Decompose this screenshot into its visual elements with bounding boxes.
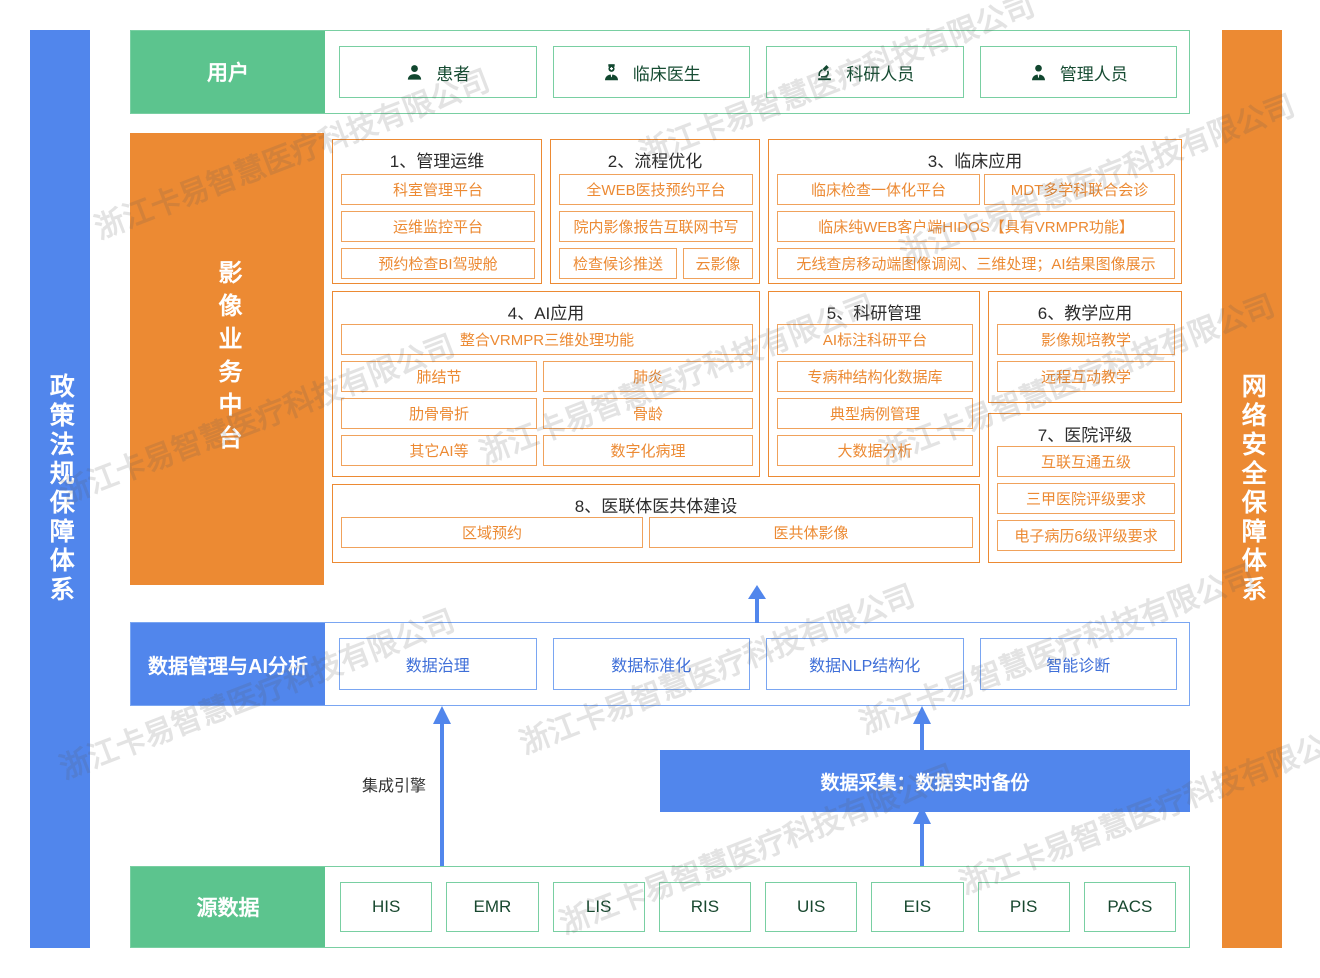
user-chip-label: 临床医生 <box>632 64 701 84</box>
imaging-platform-label-text: 影像业务中台 <box>214 260 241 458</box>
cell-disease-structured-db[interactable]: 专病种结构化数据库 <box>777 361 973 392</box>
source-data-items: HIS EMR LIS RIS UIS EIS PIS PACS <box>325 867 1191 947</box>
user-chip-admin[interactable]: 管理人员 <box>979 46 1177 98</box>
cell-regional-booking[interactable]: 区域预约 <box>341 517 643 548</box>
group-research-management: 5、科研管理 AI标注科研平台 专病种结构化数据库 典型病例管理 大数据分析 <box>768 291 980 477</box>
group-title: 3、临床应用 <box>927 152 1023 171</box>
cell-internal-report-writing[interactable]: 院内影像报告互联网书写 <box>559 211 753 242</box>
user-chip-researcher[interactable]: 科研人员 <box>766 46 964 98</box>
imaging-platform-label: 影像业务中台 <box>130 133 324 585</box>
cell-exam-waiting-push[interactable]: 检查候诊推送 <box>559 248 677 279</box>
source-chip-ris[interactable]: RIS <box>658 882 751 932</box>
group-title: 7、医院评级 <box>1037 426 1133 445</box>
group-ai-application: 4、AI应用 整合VRMPR三维处理功能 肺结节 肺炎 肋骨骨折 骨龄 其它AI… <box>332 291 760 477</box>
cell-clinical-exam-integration[interactable]: 临床检查一体化平台 <box>777 174 980 205</box>
group-title: 1、管理运维 <box>389 152 485 171</box>
arrow-integration-engine <box>433 706 451 866</box>
user-chip-label: 科研人员 <box>846 64 915 84</box>
cell-vrmpr-3d-processing[interactable]: 整合VRMPR三维处理功能 <box>341 324 753 355</box>
imaging-platform-body: 1、管理运维 科室管理平台 运维监控平台 预约检查BI驾驶舱 2、流程优化 全W… <box>324 133 1190 585</box>
data-management-row: 数据管理与AI分析 数据治理 数据标准化 数据NLP结构化 智能诊断 <box>130 622 1190 706</box>
user-chip-clinician[interactable]: 临床医生 <box>552 46 750 98</box>
group-title: 2、流程优化 <box>607 152 703 171</box>
group-title: 8、医联体医共体建设 <box>574 497 738 516</box>
manager-icon <box>1029 63 1048 82</box>
cell-grade3a-requirement[interactable]: 三甲医院评级要求 <box>997 483 1175 514</box>
cell-bone-age[interactable]: 骨龄 <box>543 398 753 429</box>
group-title: 6、教学应用 <box>1037 304 1133 323</box>
source-chip-pacs[interactable]: PACS <box>1083 882 1176 932</box>
cell-hidos-web-client[interactable]: 临床纯WEB客户端HIDOS【具有VRMPR功能】 <box>777 211 1175 242</box>
users-row-label: 用户 <box>131 31 325 113</box>
integration-gap-row: 集成引擎 数据采集：数据实时备份 <box>130 706 1190 866</box>
data-collection-label: 数据采集：数据实时备份 <box>820 772 1030 794</box>
source-chip-eis[interactable]: EIS <box>871 882 964 932</box>
cell-ops-monitor-platform[interactable]: 运维监控平台 <box>341 211 535 242</box>
cell-other-ai[interactable]: 其它AI等 <box>341 435 537 466</box>
group-title: 4、AI应用 <box>507 304 585 323</box>
user-chip-label: 管理人员 <box>1059 64 1128 84</box>
users-row: 用户 患者 <box>130 30 1190 114</box>
users-items: 患者 临床医生 <box>325 31 1191 113</box>
group-clinical-application: 3、临床应用 临床检查一体化平台 MDT多学科联合会诊 临床纯WEB客户端HID… <box>768 139 1182 284</box>
user-chip-label: 患者 <box>436 64 471 84</box>
user-icon <box>405 63 424 82</box>
source-data-row: 源数据 HIS EMR LIS RIS UIS EIS PIS PACS <box>130 866 1190 948</box>
cell-alliance-imaging[interactable]: 医共体影像 <box>649 517 973 548</box>
data-collection-box: 数据采集：数据实时备份 <box>660 750 1190 812</box>
policy-regulation-bar: 政策法规保障体系 <box>30 30 90 948</box>
cell-lung-nodule[interactable]: 肺结节 <box>341 361 537 392</box>
data-management-label-text: 数据管理与AI分析 <box>148 655 308 678</box>
users-label-text: 用户 <box>207 62 249 85</box>
cell-rib-fracture[interactable]: 肋骨骨折 <box>341 398 537 429</box>
cell-interconnection-level5[interactable]: 互联互通五级 <box>997 446 1175 477</box>
cell-typical-case-mgmt[interactable]: 典型病例管理 <box>777 398 973 429</box>
source-chip-pis[interactable]: PIS <box>977 882 1070 932</box>
cell-web-booking-platform[interactable]: 全WEB医技预约平台 <box>559 174 753 205</box>
arrow-collection-to-datamgmt <box>913 706 931 754</box>
dm-chip-smart-diagnosis[interactable]: 智能诊断 <box>979 638 1177 690</box>
dm-chip-nlp-structuring[interactable]: 数据NLP结构化 <box>766 638 964 690</box>
cell-ai-annotation-platform[interactable]: AI标注科研平台 <box>777 324 973 355</box>
cell-mdt-consultation[interactable]: MDT多学科联合会诊 <box>984 174 1175 205</box>
source-data-label-text: 源数据 <box>196 897 260 920</box>
source-chip-his[interactable]: HIS <box>340 882 433 932</box>
dm-chip-governance[interactable]: 数据治理 <box>339 638 537 690</box>
cell-booking-bi-cockpit[interactable]: 预约检查BI驾驶舱 <box>341 248 535 279</box>
doctor-icon <box>602 63 621 82</box>
cell-remote-interactive-teaching[interactable]: 远程互动教学 <box>997 361 1175 392</box>
network-security-bar: 网络安全保障体系 <box>1222 30 1282 948</box>
group-process-optimization: 2、流程优化 全WEB医技预约平台 院内影像报告互联网书写 检查候诊推送 云影像 <box>550 139 760 284</box>
integration-engine-label: 集成引擎 <box>361 778 426 795</box>
source-chip-uis[interactable]: UIS <box>765 882 858 932</box>
dm-chip-standardization[interactable]: 数据标准化 <box>552 638 750 690</box>
group-management-ops: 1、管理运维 科室管理平台 运维监控平台 预约检查BI驾驶舱 <box>332 139 542 284</box>
arrow-up-to-platform <box>748 585 766 623</box>
data-management-items: 数据治理 数据标准化 数据NLP结构化 智能诊断 <box>325 623 1191 705</box>
network-security-bar-label: 网络安全保障体系 <box>1238 373 1267 605</box>
cell-pneumonia[interactable]: 肺炎 <box>543 361 753 392</box>
source-chip-emr[interactable]: EMR <box>446 882 539 932</box>
cell-dept-mgmt-platform[interactable]: 科室管理平台 <box>341 174 535 205</box>
cell-digital-pathology[interactable]: 数字化病理 <box>543 435 753 466</box>
user-chip-patient[interactable]: 患者 <box>339 46 537 98</box>
group-hospital-rating: 7、医院评级 互联互通五级 三甲医院评级要求 电子病历6级评级要求 <box>988 413 1182 563</box>
cell-big-data-analysis[interactable]: 大数据分析 <box>777 435 973 466</box>
group-teaching-application: 6、教学应用 影像规培教学 远程互动教学 <box>988 291 1182 403</box>
policy-regulation-bar-label: 政策法规保障体系 <box>46 373 75 605</box>
data-management-label: 数据管理与AI分析 <box>131 623 325 705</box>
cell-imaging-residency-training[interactable]: 影像规培教学 <box>997 324 1175 355</box>
source-data-label: 源数据 <box>131 867 325 947</box>
cell-cloud-imaging[interactable]: 云影像 <box>683 248 753 279</box>
imaging-platform-row: 影像业务中台 1、管理运维 科室管理平台 运维监控平台 预约检查BI驾驶舱 2、… <box>130 133 1190 585</box>
source-chip-lis[interactable]: LIS <box>552 882 645 932</box>
group-title: 5、科研管理 <box>826 304 922 323</box>
cell-mobile-ward-round[interactable]: 无线查房移动端图像调阅、三维处理；AI结果图像展示 <box>777 248 1175 279</box>
microscope-icon <box>815 63 834 82</box>
group-medical-alliance: 8、医联体医共体建设 区域预约 医共体影像 <box>332 484 980 563</box>
cell-emr-level6-requirement[interactable]: 电子病历6级评级要求 <box>997 520 1175 551</box>
arrow-source-to-collection <box>913 806 931 866</box>
